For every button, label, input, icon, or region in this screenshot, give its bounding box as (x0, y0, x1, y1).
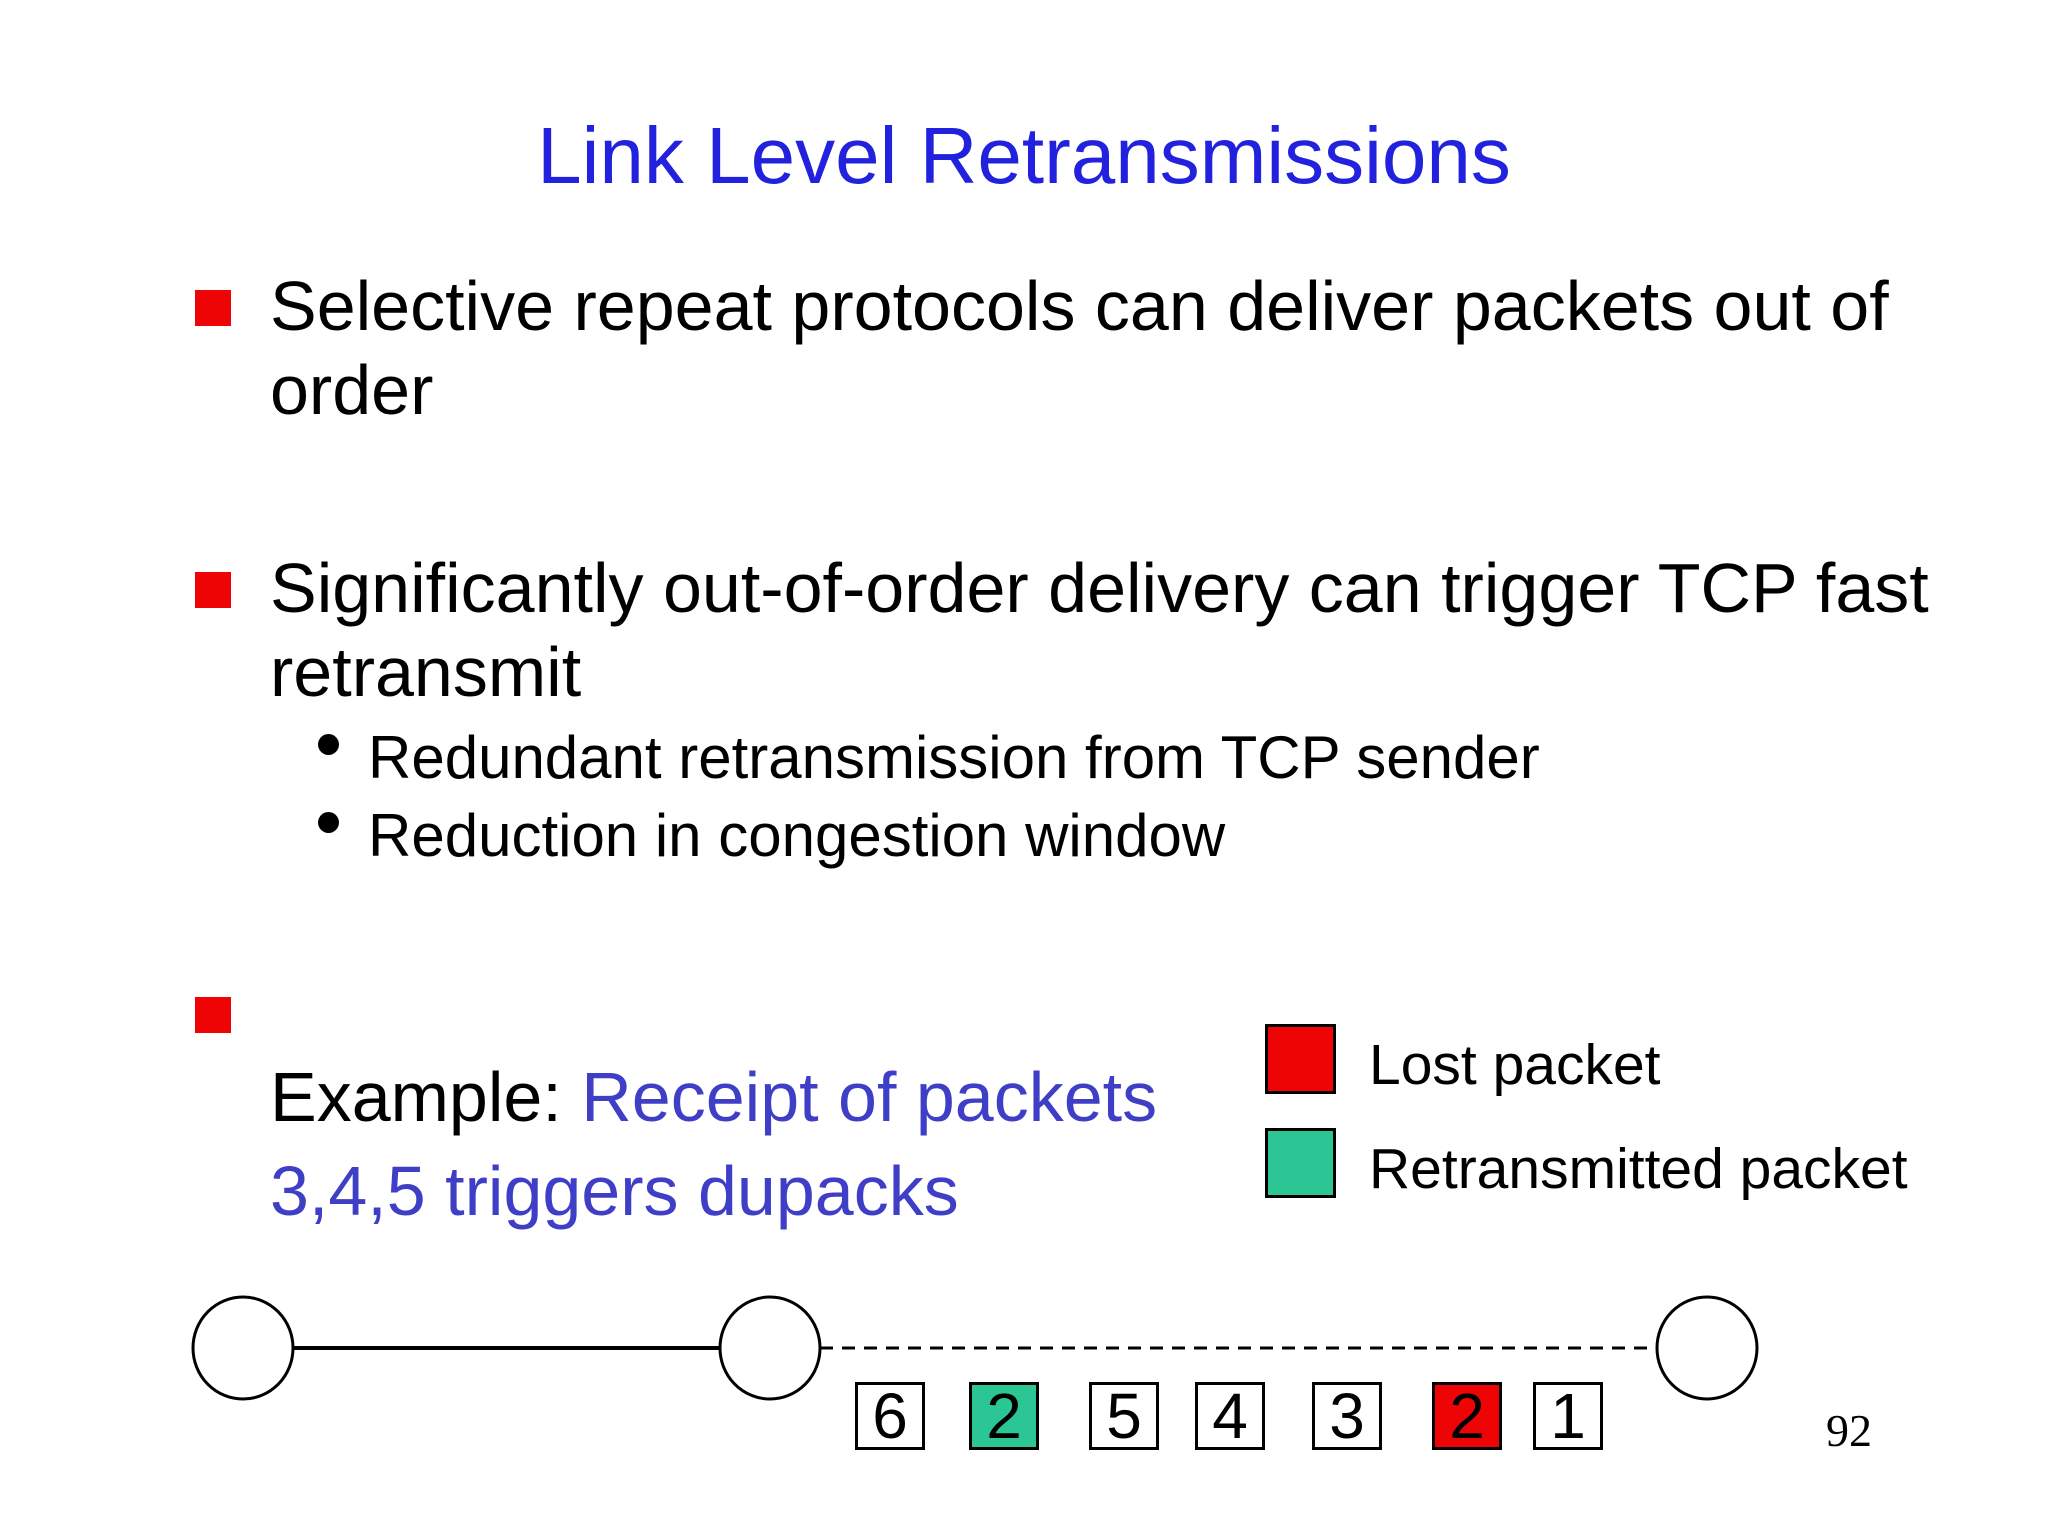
example-prefix: Example: (270, 1058, 582, 1136)
retransmitted-packet-swatch (1265, 1127, 1336, 1198)
network-diagram (191, 1295, 1759, 1401)
legend-label-lost: Lost packet (1369, 1033, 1661, 1097)
sub-bullet-item-1: Redundant retransmission from TCP sender (0, 722, 2018, 794)
packet-box-4: 4 (1195, 1382, 1265, 1450)
circle-bullet-icon (318, 812, 339, 833)
sub-bullet-text-1: Redundant retransmission from TCP sender (368, 724, 1540, 791)
sub-bullet-text-2: Reduction in congestion window (368, 802, 1226, 869)
bullet-item-3: Example: Receipt of packets 3,4,5 trigge… (0, 971, 2015, 1317)
legend: Lost packet Retransmitted packet (1265, 1023, 1908, 1198)
legend-label-retransmitted: Retransmitted packet (1369, 1137, 1908, 1201)
bullet-text-3: Example: Receipt of packets 3,4,5 trigge… (270, 971, 1157, 1317)
legend-row-lost: Lost packet (1265, 1023, 1908, 1094)
packet-box-1: 1 (1533, 1382, 1603, 1450)
bullet-text-2: Significantly out-of-order delivery can … (270, 549, 1929, 711)
lost-packet-swatch (1265, 1023, 1336, 1094)
packet-box-5: 5 (1089, 1382, 1159, 1450)
packet-box-6: 6 (855, 1382, 925, 1450)
slide-title: Link Level Retransmissions (537, 111, 1511, 200)
packet-box-2: 2 (969, 1382, 1039, 1450)
bullet-square-icon (195, 997, 231, 1033)
sub-bullet-item-2: Reduction in congestion window (0, 800, 2018, 872)
bullet-square-icon (195, 572, 231, 608)
page-number: 92 (1826, 1405, 1872, 1456)
packet-box-3: 3 (1312, 1382, 1382, 1450)
circle-bullet-icon (318, 734, 339, 755)
legend-row-retransmitted: Retransmitted packet (1265, 1127, 1908, 1198)
node-circle-2 (718, 1295, 822, 1401)
bullet-text-1: Selective repeat protocols can deliver p… (270, 267, 1889, 429)
node-circle-1 (191, 1295, 295, 1401)
example-highlight-line1: Receipt of packets (581, 1058, 1158, 1136)
bullet-square-icon (195, 290, 231, 326)
packet-box-2: 2 (1432, 1382, 1502, 1450)
example-highlight-line2: 3,4,5 triggers dupacks (270, 1152, 959, 1230)
bullet-item-2: Significantly out-of-order delivery can … (0, 546, 2015, 714)
node-circle-3 (1655, 1295, 1759, 1401)
bullet-item-1: Selective repeat protocols can deliver p… (0, 264, 2015, 432)
